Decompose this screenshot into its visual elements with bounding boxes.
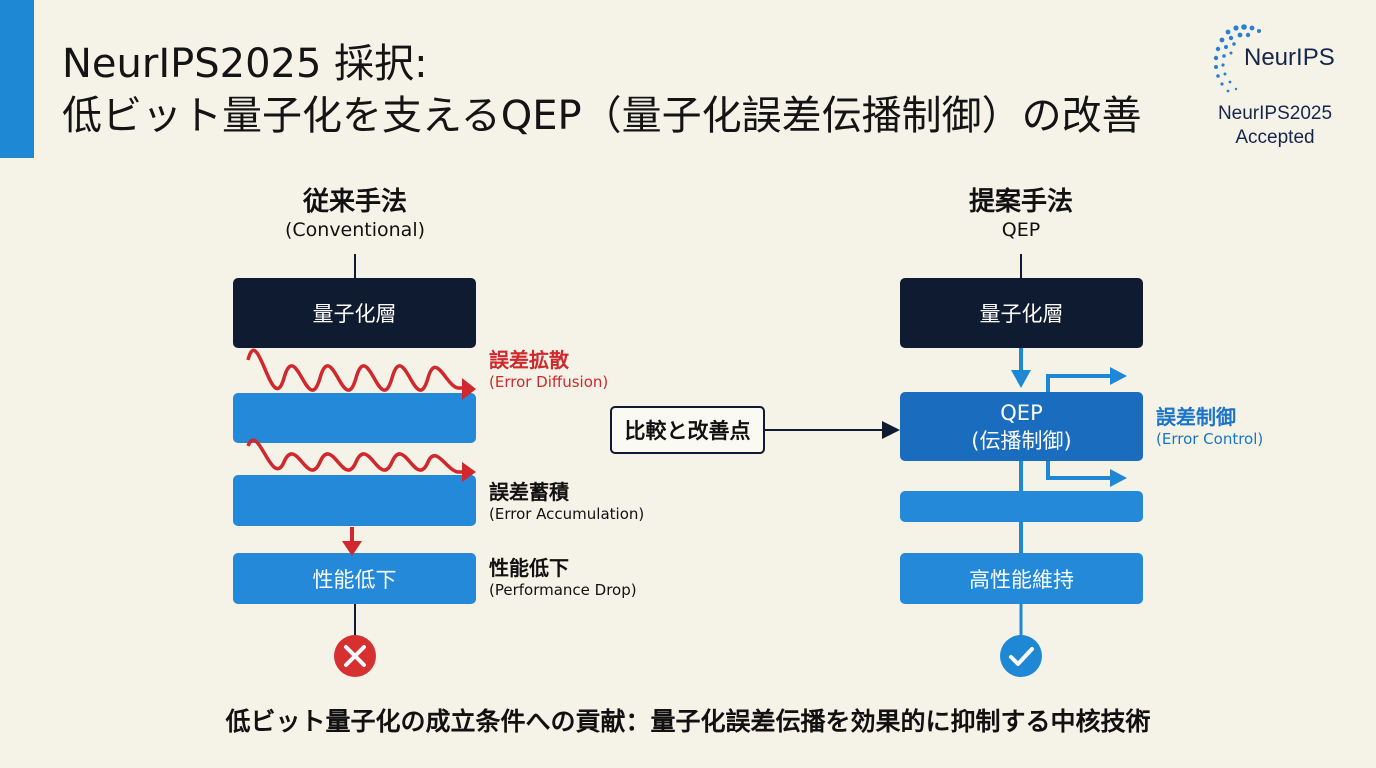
title-line-2: 低ビット量子化を支えるQEP（量子化誤差伝播制御）の改善	[62, 93, 1142, 139]
conventional-quant-layer: 量子化層	[233, 278, 476, 348]
error-control-label: 誤差制御 (Error Control)	[1156, 405, 1263, 449]
compare-box: 比較と改善点	[610, 406, 765, 454]
error-accumulation-wave	[246, 438, 470, 474]
accepted-line-2: Accepted	[1235, 127, 1315, 148]
check-icon	[1000, 635, 1042, 677]
proposed-layer-3	[900, 491, 1143, 522]
drop-arrow-head	[342, 541, 362, 556]
bypass-arrow-lower-head	[1110, 469, 1127, 487]
footer-caption: 低ビット量子化の成立条件への貢献：量子化誤差伝播を効果的に抑制する中核技術	[225, 707, 1151, 736]
proposed-heading: 提案手法 QEP	[901, 186, 1141, 242]
logo-wordmark: NeurIPS	[1244, 44, 1335, 71]
qep-line-2: (伝播制御)	[971, 428, 1072, 453]
title-line-1: NeurIPS2025 採択:	[62, 41, 428, 87]
proposed-quant-layer: 量子化層	[900, 278, 1143, 348]
cross-icon	[334, 635, 376, 677]
conventional-result-box: 性能低下	[233, 553, 476, 604]
conventional-layer-3	[233, 475, 476, 526]
accent-bar	[0, 0, 34, 158]
performance-drop-jp: 性能低下	[489, 556, 569, 580]
bypass-arrow-upper	[1046, 374, 1112, 392]
error-diffusion-arrowhead	[462, 378, 476, 400]
error-diffusion-wave	[246, 348, 470, 392]
error-diffusion-en: (Error Diffusion)	[489, 373, 609, 391]
error-accumulation-label: 誤差蓄積 (Error Accumulation)	[489, 480, 644, 524]
conventional-title: 従来手法	[302, 187, 407, 217]
accepted-line-1: NeurIPS2025	[1217, 103, 1333, 124]
error-accumulation-arrowhead	[462, 462, 476, 482]
conventional-subtitle: (Conventional)	[284, 219, 426, 241]
conventional-layer-2	[233, 393, 476, 443]
error-accumulation-en: (Error Accumulation)	[489, 505, 645, 523]
proposed-result-box: 高性能維持	[900, 553, 1143, 604]
neurips-logo: NeurIPS	[1206, 18, 1356, 158]
accepted-badge: NeurIPS2025 Accepted	[1200, 102, 1350, 150]
performance-drop-en: (Performance Drop)	[489, 581, 637, 599]
qep-line-1: QEP	[1000, 400, 1043, 425]
qep-box: QEP (伝播制御)	[900, 392, 1143, 461]
performance-drop-label: 性能低下 (Performance Drop)	[489, 556, 637, 600]
bypass-arrow-lower	[1046, 461, 1112, 480]
bypass-arrow-upper-head	[1110, 367, 1127, 385]
conventional-heading: 従来手法 (Conventional)	[235, 186, 475, 242]
logo-dots-icon	[1213, 24, 1261, 93]
proposed-subtitle: QEP	[1001, 219, 1041, 241]
compare-arrow-head	[882, 421, 900, 439]
error-control-en: (Error Control)	[1156, 430, 1264, 448]
error-diffusion-jp: 誤差拡散	[489, 348, 569, 372]
proposed-flow-top-head	[1011, 370, 1031, 388]
proposed-title: 提案手法	[968, 187, 1073, 217]
error-accumulation-jp: 誤差蓄積	[489, 480, 569, 504]
error-diffusion-label: 誤差拡散 (Error Diffusion)	[489, 348, 608, 392]
page-title: NeurIPS2025 採択: 低ビット量子化を支えるQEP（量子化誤差伝播制御…	[62, 38, 1142, 142]
error-control-jp: 誤差制御	[1156, 405, 1236, 429]
